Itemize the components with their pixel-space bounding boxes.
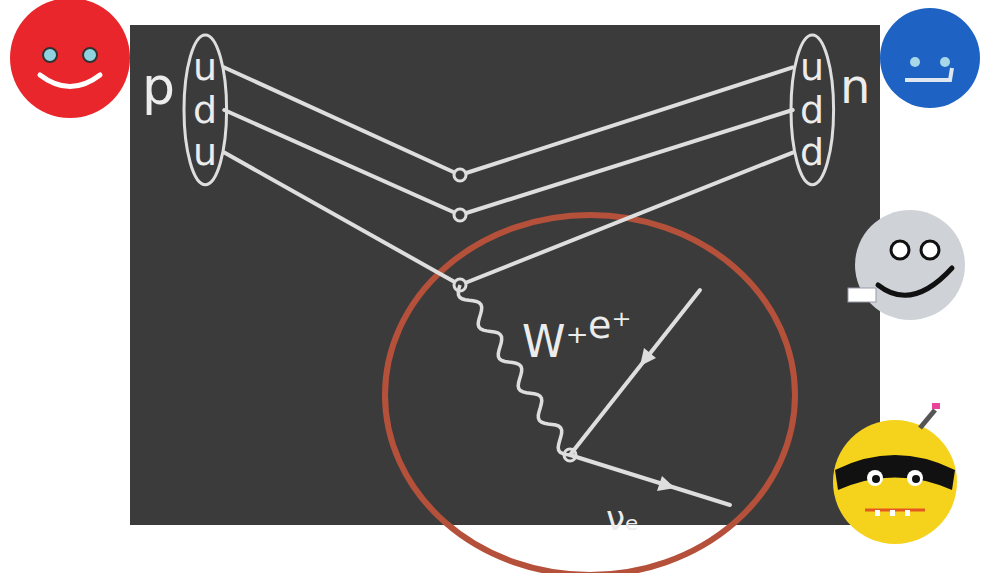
neutron-quark-oval: u d d	[789, 33, 836, 187]
neutrino-arrowhead	[657, 476, 675, 491]
positron-line	[570, 290, 700, 455]
neutron-plush	[880, 8, 980, 108]
proton-quark-oval: u d u	[182, 33, 229, 187]
neutrino-plush	[833, 403, 957, 544]
w-boson-wave	[458, 285, 570, 455]
proton-plush	[10, 0, 130, 118]
quark-letters: u d d	[799, 46, 826, 174]
oval-shape	[184, 35, 227, 185]
oval-shape	[791, 35, 834, 185]
neutrino-label: νₑ	[606, 500, 639, 537]
particle-name: n	[840, 60, 870, 113]
quark-letters: u d u	[192, 46, 219, 174]
positron-plush	[848, 210, 965, 320]
boson-label: W⁺	[522, 318, 589, 366]
quark-line	[224, 67, 792, 175]
highlight-circle	[385, 215, 795, 573]
neutrino-line	[570, 455, 730, 505]
positron-arrowhead	[640, 348, 656, 366]
chalkboard	[130, 25, 880, 525]
vertex-dot	[454, 169, 466, 181]
quark-line	[224, 153, 792, 285]
vertex-dot	[454, 209, 466, 221]
particle-name: p	[142, 58, 175, 115]
positron-label: e⁺	[588, 305, 631, 347]
